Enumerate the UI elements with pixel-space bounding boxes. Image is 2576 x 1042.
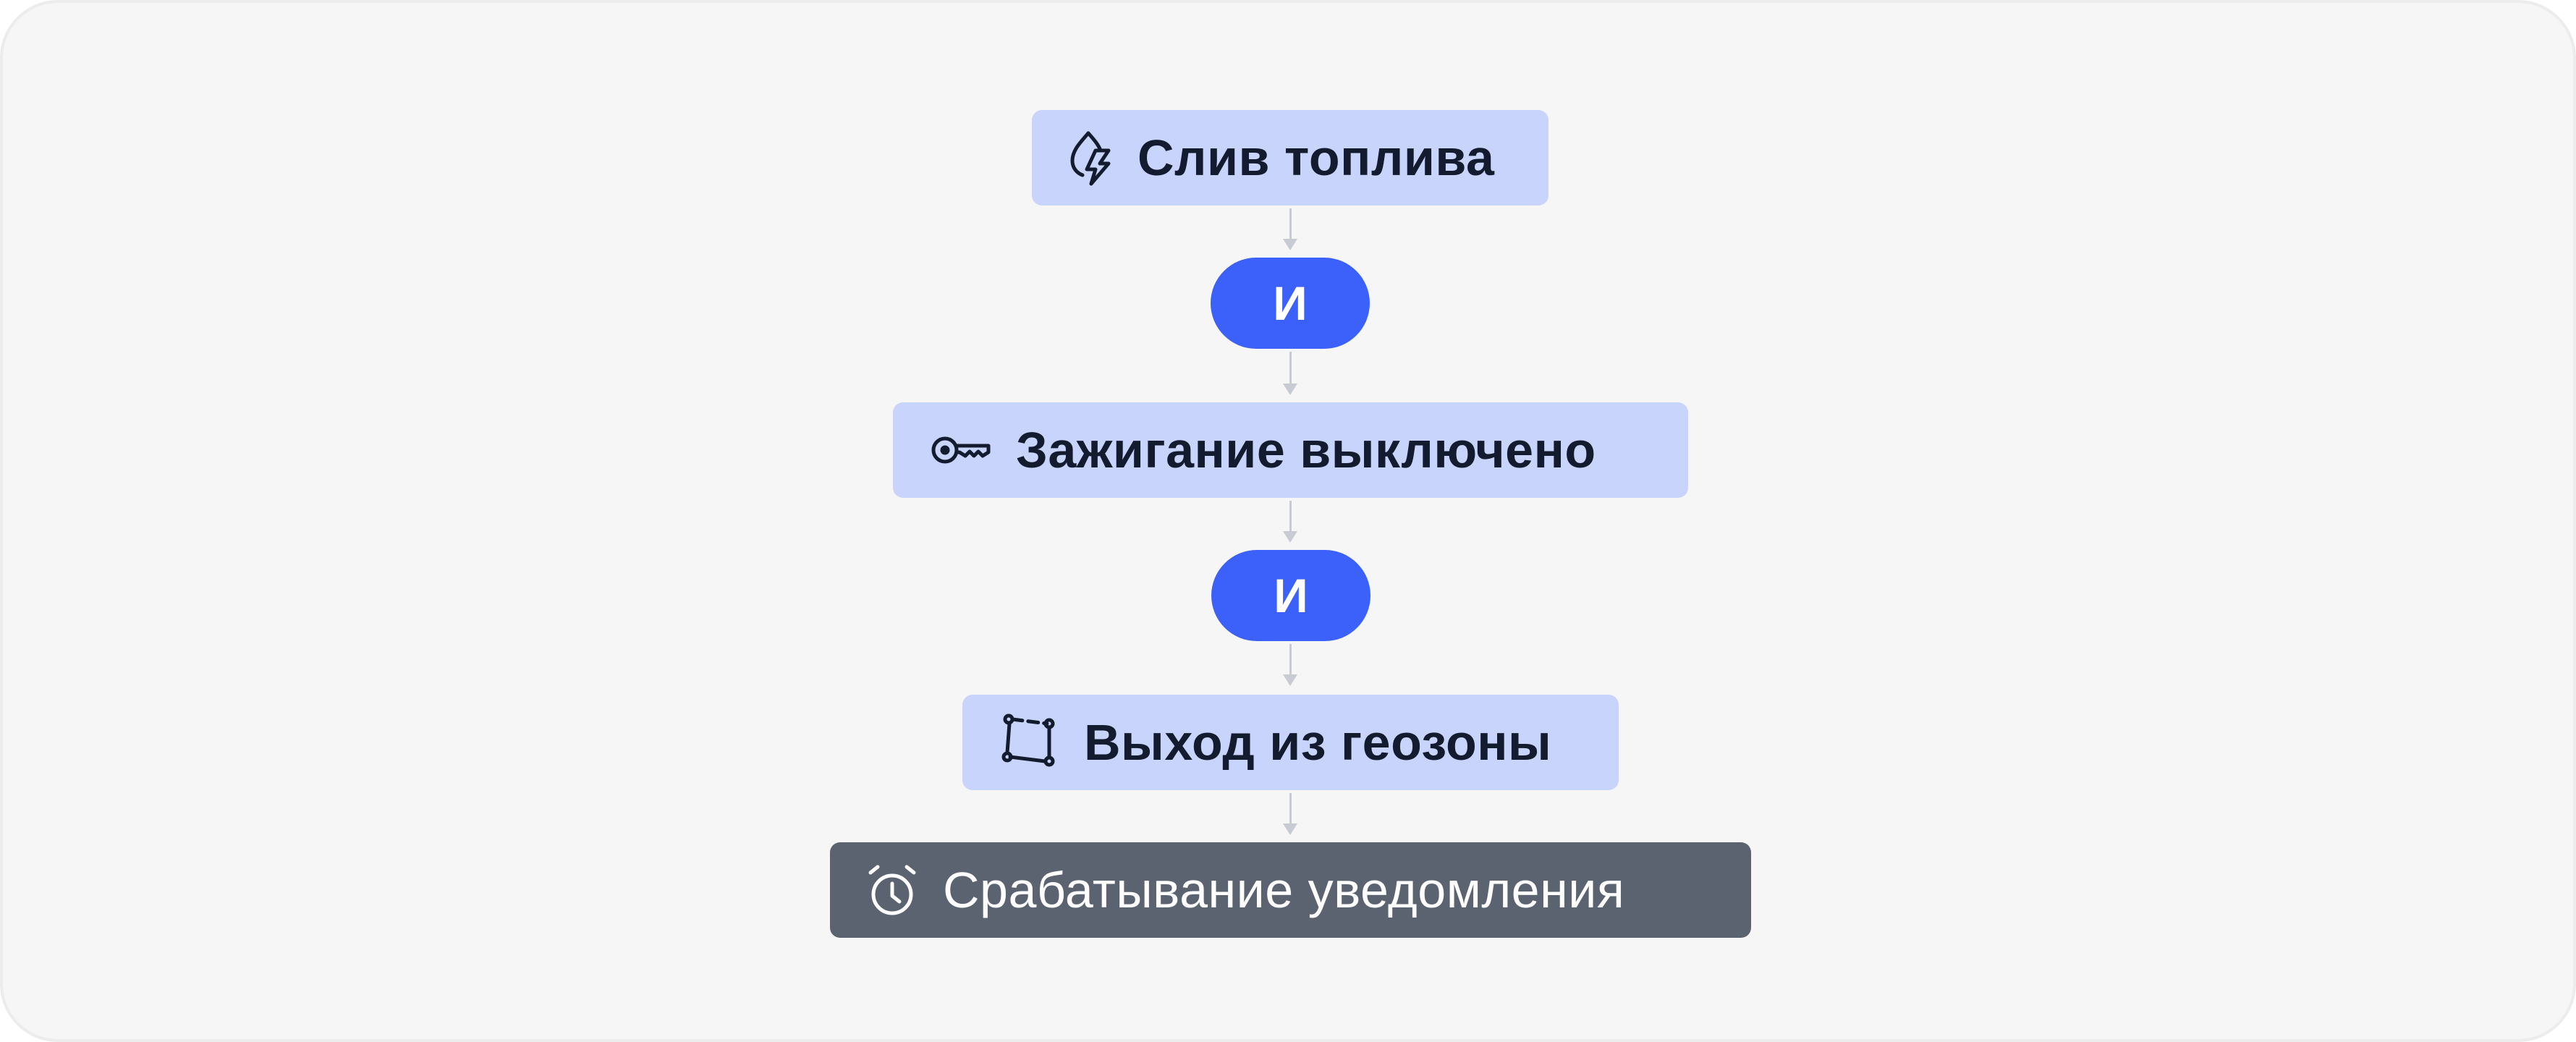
connector-line xyxy=(1289,644,1292,674)
connector-line xyxy=(1289,793,1292,823)
result-label: Срабатывание уведомления xyxy=(943,862,1625,918)
connector-arrow xyxy=(1283,823,1297,835)
condition-node-fuel-drain[interactable]: Слив топлива xyxy=(1032,110,1548,206)
connector-line xyxy=(1289,352,1292,384)
connector-arrow xyxy=(1283,239,1297,250)
connector-arrow xyxy=(1283,384,1297,395)
key-icon xyxy=(931,432,991,468)
and-operator-pill[interactable]: И xyxy=(1211,258,1370,349)
condition-node-geofence-exit[interactable]: Выход из геозоны xyxy=(962,695,1619,790)
geofence-polygon-icon xyxy=(1000,713,1058,771)
condition-label: Выход из геозоны xyxy=(1084,714,1552,771)
and-operator-pill[interactable]: И xyxy=(1211,550,1370,641)
condition-node-ignition-off[interactable]: Зажигание выключено xyxy=(893,402,1688,498)
alarm-clock-icon xyxy=(866,861,918,919)
fuel-drain-icon xyxy=(1067,129,1113,187)
connector-line xyxy=(1289,501,1292,531)
connector-arrow xyxy=(1283,531,1297,543)
condition-label: Слив топлива xyxy=(1137,130,1495,186)
result-node-notification-trigger[interactable]: Срабатывание уведомления xyxy=(830,842,1751,938)
condition-label: Зажигание выключено xyxy=(1016,422,1596,478)
connector-arrow xyxy=(1283,674,1297,686)
connector-line xyxy=(1289,208,1292,239)
